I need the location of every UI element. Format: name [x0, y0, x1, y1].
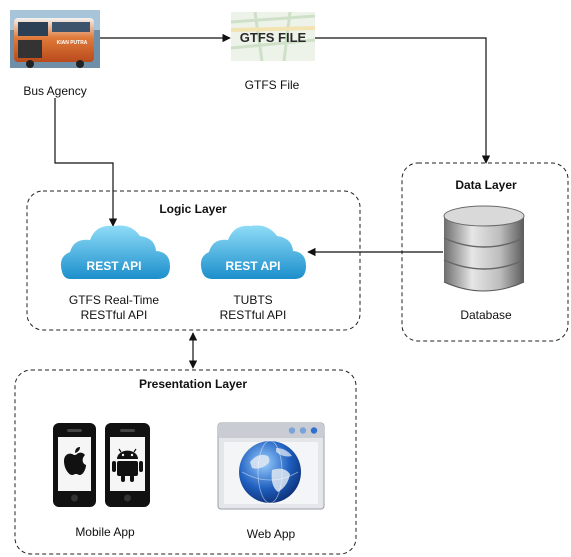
gtfs-file-badge-text: GTFS FILE [240, 30, 307, 45]
realtime-cloud-text: REST API [87, 259, 142, 273]
globe-icon [239, 440, 301, 504]
arrow-bus-to-realtime-api [54, 98, 118, 227]
mobile-app-label: Mobile App [75, 525, 135, 539]
gtfs-file-icon: GTFS FILE [230, 11, 316, 62]
tubts-cloud-text: REST API [226, 259, 281, 273]
apple-phone-icon [53, 423, 96, 507]
presentation-layer-title: Presentation Layer [138, 377, 248, 391]
realtime-api-label-line2: RESTful API [80, 308, 148, 322]
cloud-icon: REST API [200, 225, 306, 279]
cloud-icon: REST API [60, 225, 171, 279]
tubts-api-label-line2: RESTful API [219, 308, 287, 322]
database-icon [443, 205, 525, 292]
presentation-layer-container [14, 369, 357, 555]
arrow-gtfs-to-data-layer [314, 37, 491, 164]
realtime-api-label-line1: GTFS Real-Time [68, 293, 160, 307]
data-layer-title: Data Layer [455, 178, 517, 192]
web-browser-icon [217, 422, 325, 510]
gtfs-file-label: GTFS File [244, 78, 300, 92]
android-phone-icon [105, 423, 150, 507]
logic-layer-title: Logic Layer [159, 202, 227, 216]
bus-agency-label: Bus Agency [23, 84, 87, 98]
android-icon [112, 448, 143, 482]
tubts-api-label: TUBTS RESTful API [198, 293, 308, 323]
bus-plate-text: KIAN PUTRA [57, 40, 88, 46]
tubts-api-label-line1: TUBTS [233, 293, 273, 307]
database-label: Database [460, 308, 512, 322]
apple-icon [64, 447, 86, 475]
realtime-api-label: GTFS Real-Time RESTful API [52, 293, 176, 323]
web-app-label: Web App [246, 527, 296, 541]
logic-layer-container [26, 190, 361, 331]
bus-icon: KIAN PUTRA [10, 10, 100, 68]
